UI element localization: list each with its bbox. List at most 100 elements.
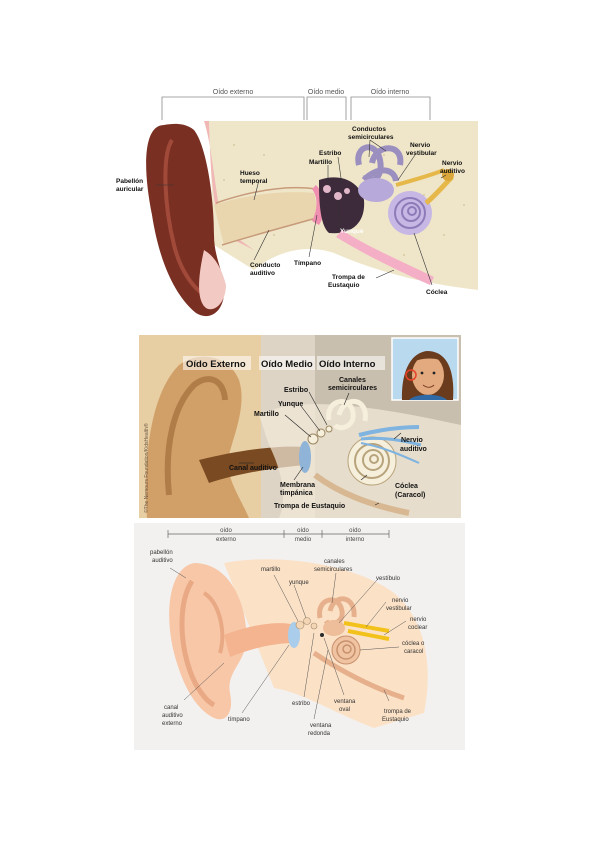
label-canales-2: semicirculares [314,567,352,573]
section-label-interno: Oído interno [371,89,410,96]
ear-canal [214,192,319,245]
semicircular-canal [326,399,356,431]
label-canal-2: auditivo [162,713,183,719]
incus [303,617,311,625]
label-nervio-aud-1: Nervio [442,160,462,167]
eustachian-tube [336,230,434,285]
label-conductos-1: Conductos [352,126,386,133]
eustachian-tube [313,472,410,516]
label-trompa: Trompa de Eustaquio [274,503,345,510]
label-yunque: Yunque [278,401,303,408]
label-nervio-2: auditivo [400,446,427,453]
label-coclea-2: caracol [404,649,423,655]
ear-diagram-1: Oído externo Oído medio Oído interno [114,85,478,323]
label-conducto-2: auditivo [250,270,275,277]
incus [316,428,326,438]
label-ventana-oval-1: ventana [334,699,356,705]
label-pabellon-2: auricular [116,186,144,193]
section-externo-2: externo [216,537,237,543]
child-portrait [391,337,459,401]
label-pabellon-1: Pabellón [116,178,143,185]
label-martillo: Martillo [254,411,279,418]
ear-diagram-2-drawing: Oído Externo Oído Medio Oído Interno ©Th… [139,335,461,518]
label-estribo: Estribo [284,387,308,394]
vestibule [323,620,345,636]
vestibular-nerve [343,621,390,633]
section-label-interno: Oído Interno [319,359,376,370]
label-canales-1: Canales [339,377,366,384]
section-interno-2: interno [346,537,365,543]
pinna [169,563,247,720]
label-conducto-1: Conducto [250,262,280,269]
label-canales-2: semicirculares [328,385,377,392]
section-interno-1: oído [349,528,361,534]
label-membrana-1: Membrana [280,482,315,489]
ear-canal [224,623,294,657]
incus [334,192,342,200]
stapes [310,622,318,630]
label-martillo: Martillo [309,159,332,166]
section-label-medio: Oído Medio [261,359,313,370]
ear-highlight-circle [405,369,417,381]
label-trompa-2: Eustaquio [382,717,409,723]
stapes [325,425,333,433]
label-membrana-2: timpánica [280,490,313,497]
label-canal: Canal auditivo [229,465,277,472]
section-medio-2: medio [295,537,312,543]
cochlea [331,635,361,665]
label-nervio-coclear-1: nervio [410,617,427,623]
label-pabellon-1: pabellón [150,550,173,556]
inner-ear [355,144,432,235]
label-nervio-vest-1: nervio [392,598,409,604]
skin-layer [204,121,254,250]
label-coclea-2: (Caracol) [395,492,425,499]
middle-ear-cavity [319,177,365,234]
label-yunque: Yunque [340,228,364,235]
label-coclea: Cóclea [426,289,448,296]
label-hueso-1: Hueso [240,170,260,177]
leader-lines [156,139,447,286]
eardrum [288,622,300,648]
ear-diagram-3-drawing: oído externo oído medio oído interno [150,528,428,737]
label-nervio-1: Nervio [401,437,423,444]
oval-window [320,633,324,637]
section-externo-1: oído [220,528,232,534]
label-canal-1: canal [164,705,178,711]
ear-diagram-3: oído externo oído medio oído interno [134,523,465,750]
label-vestibulo: vestíbulo [376,576,401,582]
label-trompa-2: Eustaquio [328,282,359,289]
section-label-externo: Oído Externo [186,359,246,370]
label-timpano: tímpano [228,717,250,723]
cochlear-nerve [347,629,390,641]
label-trompa-1: Trompa de [332,274,365,281]
label-coclea-1: cóclea o [402,641,425,647]
section-scale [167,530,390,538]
eustachian-tube [312,650,405,701]
label-trompa-1: trompa de [384,709,412,715]
label-martillo: martillo [261,567,281,573]
label-timpano: Tímpano [294,260,321,267]
label-nervio-aud-2: auditivo [440,168,465,175]
label-nervio-coclear-2: coclear [408,625,427,631]
label-ventana-redonda-1: ventana [310,723,332,729]
section-brackets [161,96,431,120]
label-yunque: yunque [289,580,309,586]
stapes [344,188,350,194]
leader-lines [239,391,402,506]
label-estribo: Estribo [319,150,341,157]
pinna-ridge [163,138,207,297]
label-canal-3: externo [162,721,183,727]
label-pabellon-2: auditivo [152,558,173,564]
ear-diagram-2: Oído Externo Oído Medio Oído Interno ©Th… [139,335,461,518]
eardrum [299,441,311,473]
label-nervio-vest-2: vestibular [386,606,412,612]
earlobe [199,250,226,310]
section-label-externo: Oído externo [213,89,254,96]
label-conductos-2: semicirculares [348,134,394,141]
label-nervio-vest-1: Nervio [410,142,430,149]
label-canales-1: canales [324,559,345,565]
label-estribo: estribo [292,701,311,707]
vestibule [358,178,394,202]
auditory-nerve [358,425,420,437]
section-label-medio: Oído medio [308,89,344,96]
